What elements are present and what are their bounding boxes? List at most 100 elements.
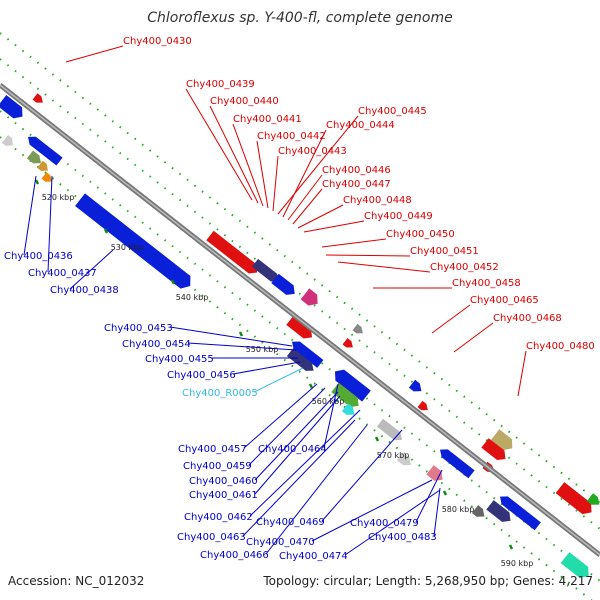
gene-label-reverse[interactable]: Chy400_0457 [178, 444, 247, 455]
gene-arrow-reverse [408, 379, 422, 392]
ruler-tick-mark [34, 179, 40, 185]
label-leader-line [254, 395, 341, 495]
label-leader-line [243, 383, 318, 449]
label-leader-line [337, 261, 431, 273]
label-leader-line [321, 429, 403, 522]
gene-arrow-reverse [335, 369, 371, 402]
label-leader-line [344, 489, 441, 556]
ruler-tick-label: 580 kbp [442, 505, 475, 514]
label-leader-line [303, 220, 365, 233]
gene-label-forward[interactable]: Chy400_0448 [343, 195, 412, 206]
gene-label-forward[interactable]: Chy400_0468 [493, 313, 562, 324]
label-leader-line [65, 45, 124, 63]
gene-arrow-reverse [75, 193, 191, 289]
ruler-tick-label: 570 kbp [377, 451, 410, 460]
gene-label-reverse[interactable]: Chy400_0437 [28, 268, 97, 279]
gene-arrow [26, 150, 42, 164]
ruler-tick-mark [308, 383, 314, 389]
gene-label-reverse[interactable]: Chy400_0464 [258, 444, 327, 455]
ruler-tick-mark [508, 544, 514, 550]
gene-label-reverse[interactable]: Chy400_0462 [184, 512, 253, 523]
gene-label-reverse[interactable]: Chy400_0483 [368, 532, 437, 543]
gene-label-reverse[interactable]: Chy400_0479 [350, 518, 419, 529]
gene-label-reverse[interactable]: Chy400_0454 [122, 339, 191, 350]
gene-arrow [41, 172, 52, 182]
label-leader-line [248, 387, 326, 466]
label-leader-line [282, 129, 327, 218]
gene-label-reverse[interactable]: Chy400_0460 [189, 476, 258, 487]
gene-label-reverse[interactable]: Chy400_0461 [189, 490, 258, 501]
gene-arrow-forward [555, 482, 592, 515]
gene-label-forward[interactable]: Chy400_0451 [410, 246, 479, 257]
gene-arrow-reverse [440, 449, 475, 479]
gene-label-forward[interactable]: Chy400_0442 [257, 131, 326, 142]
gene-label-forward[interactable]: Chy400_0439 [186, 79, 255, 90]
gene-features [0, 93, 600, 578]
gene-label-forward[interactable]: Chy400_0444 [326, 120, 395, 131]
label-leader-line [292, 188, 323, 225]
gene-label-forward[interactable]: Chy400_0452 [430, 262, 499, 273]
gene-label-reverse[interactable]: Chy400_0463 [177, 532, 246, 543]
gene-label-reverse[interactable]: Chy400_0456 [167, 370, 236, 381]
gene-label-forward[interactable]: Chy400_0430 [123, 36, 192, 47]
gene-labels: Chy400_0430Chy400_0439Chy400_0440Chy400_… [4, 36, 595, 562]
gene-label-reverse[interactable]: Chy400_0469 [256, 517, 325, 528]
gene-label-forward[interactable]: Chy400_0446 [322, 165, 391, 176]
gene-label-reverse[interactable]: Chy400_0470 [246, 537, 315, 548]
gene-label-reverse[interactable]: Chy400_0466 [200, 550, 269, 561]
gene-arrow [490, 429, 513, 451]
ruler-tick-label: 520 kbp [42, 193, 75, 202]
gene-arrow [586, 493, 600, 505]
gene-arrow [37, 160, 48, 171]
gene-label-forward[interactable]: Chy400_0443 [278, 146, 347, 157]
gene-label-reverse[interactable]: Chy400_0438 [50, 285, 119, 296]
map-title: Chloroflexus sp. Y-400-fl, complete geno… [147, 10, 453, 26]
gene-arrow [341, 403, 355, 415]
label-leader-line [256, 140, 269, 209]
gene-label-reverse[interactable]: Chy400_0455 [145, 354, 214, 365]
gene-label-forward[interactable]: Chy400_0480 [526, 341, 595, 352]
gene-arrow [486, 500, 511, 522]
label-leader-line [169, 326, 293, 347]
label-leader-line [433, 487, 441, 537]
genome-summary-text: Topology: circular; Length: 5,268,950 bp… [262, 574, 593, 588]
label-leader-line [242, 419, 356, 537]
gene-label-reverse[interactable]: Chy400_0459 [183, 461, 252, 472]
gene-arrow [251, 258, 279, 282]
label-leader-line [232, 361, 301, 375]
gene-arrow-reverse [500, 496, 541, 531]
ruler-tick-mark [374, 436, 380, 442]
label-leader-line [277, 115, 359, 215]
label-leader-line [187, 342, 297, 351]
gene-arrow [331, 382, 359, 407]
label-leader-line [69, 249, 114, 290]
gene-label-forward[interactable]: Chy400_0465 [470, 295, 539, 306]
gene-label-forward[interactable]: Chy400_0441 [233, 114, 302, 125]
gene-label-rna[interactable]: Chy400_R0005 [182, 388, 258, 399]
gene-arrow-reverse [292, 341, 324, 368]
label-leader-line [253, 367, 304, 393]
gene-label-reverse[interactable]: Chy400_0453 [104, 323, 173, 334]
ruler-tick-label: 550 kbp [246, 345, 279, 354]
gene-label-reverse[interactable]: Chy400_0436 [4, 251, 73, 262]
gene-arrow [396, 452, 412, 466]
gene-label-forward[interactable]: Chy400_0458 [452, 278, 521, 289]
label-leader-line [272, 155, 279, 212]
gene-arrow [300, 288, 318, 306]
label-leader-line [453, 322, 494, 353]
gene-label-forward[interactable]: Chy400_0450 [386, 229, 455, 240]
label-leader-line [517, 350, 527, 397]
gene-label-reverse[interactable]: Chy400_0474 [279, 551, 348, 562]
gene-label-forward[interactable]: Chy400_0445 [358, 106, 427, 117]
gene-label-forward[interactable]: Chy400_0440 [210, 96, 279, 107]
ruler-tick-mark [238, 331, 244, 337]
gene-label-forward[interactable]: Chy400_0449 [364, 211, 433, 222]
label-leader-line [265, 424, 368, 555]
gene-arrow-forward [342, 338, 353, 348]
label-leader-line [249, 409, 361, 517]
gene-label-forward[interactable]: Chy400_0447 [322, 179, 391, 190]
ruler-tick-label: 560 kbp [312, 397, 345, 406]
gene-arrow-reverse [0, 95, 23, 119]
